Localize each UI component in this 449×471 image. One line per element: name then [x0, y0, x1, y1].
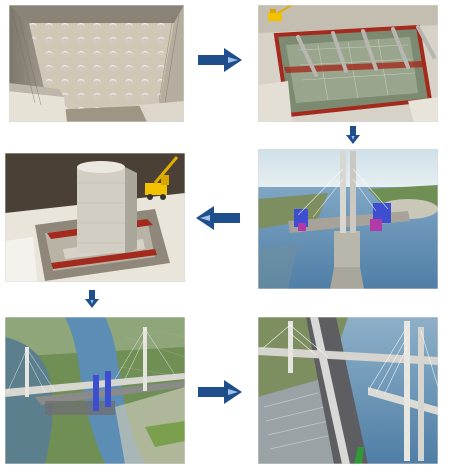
arrow-right-icon	[198, 380, 242, 408]
crane-icon	[268, 5, 293, 21]
step-2-braced-excavation	[258, 5, 438, 122]
step-3-pylon-with-deck	[258, 149, 438, 289]
crane-icon	[145, 156, 179, 200]
step-1-excavation-pit	[9, 5, 184, 122]
step-4-pier-construction	[5, 153, 185, 282]
arrow-right-icon	[198, 48, 242, 76]
arrow-down-icon	[85, 290, 99, 312]
arrow-down-icon	[346, 126, 360, 148]
step-5-bridge-aerial-view	[5, 317, 185, 464]
step-6-completed-bridge	[258, 317, 438, 464]
arrow-left-icon	[196, 206, 240, 234]
